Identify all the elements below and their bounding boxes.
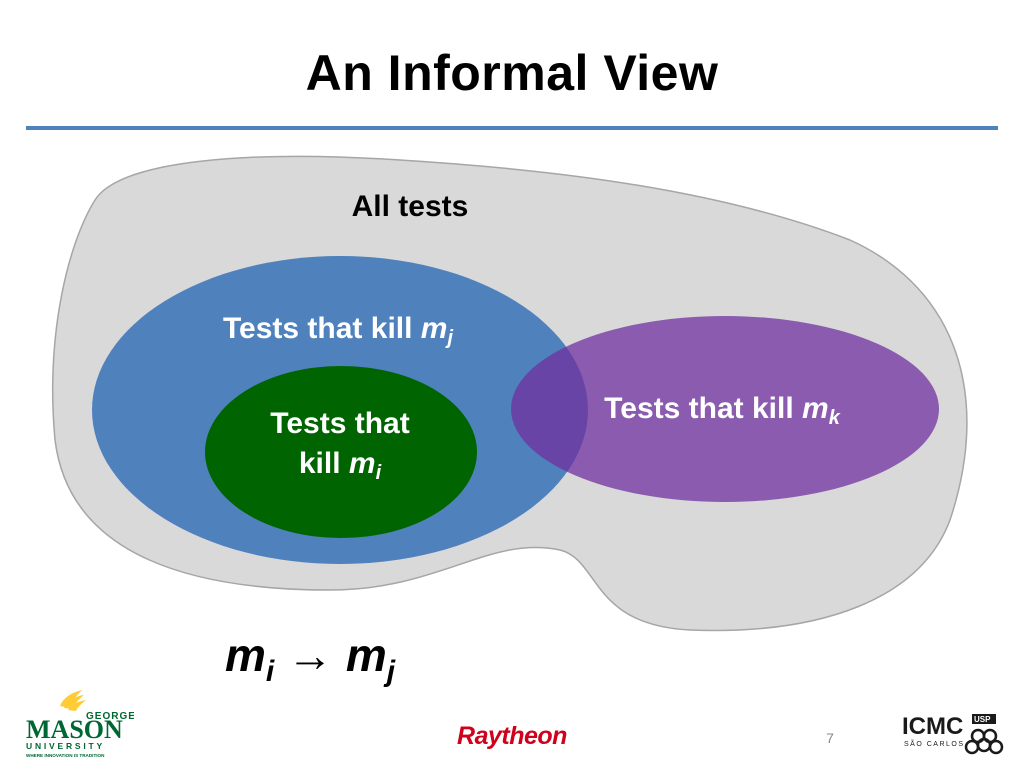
kills-mk-text: Tests that kill <box>604 392 802 425</box>
formula-rhs-sub: j <box>386 655 396 688</box>
kills-mi-line1: Tests that <box>270 407 410 440</box>
kills-mk-sub: k <box>828 407 840 429</box>
kills-mk-set <box>511 316 939 502</box>
formula-rhs-var: m <box>345 629 387 681</box>
gmu-george-text: GEORGE <box>86 711 134 722</box>
kills-mj-var: m <box>420 312 448 345</box>
raytheon-logo: Raytheon <box>457 722 567 750</box>
kills-mk-label: Tests that kill mk <box>572 392 872 430</box>
kills-mk-var: m <box>802 392 829 425</box>
kills-mi-line2: kill mi <box>240 444 440 493</box>
subsumption-formula: mi → mj <box>225 628 465 689</box>
usp-knot-icon <box>964 728 1004 755</box>
all-tests-label: All tests <box>351 190 469 223</box>
kills-mi-label: Tests that kill mi <box>240 404 440 493</box>
icmc-sub-text: SÃO CARLOS <box>904 739 965 748</box>
kills-mi-var: m <box>348 447 376 480</box>
kills-mj-sub: j <box>447 327 454 349</box>
formula-lhs-sub: i <box>265 655 275 688</box>
gmu-university-text: UNIVERSITY <box>26 741 105 751</box>
kills-mi-text: kill <box>298 447 349 480</box>
george-mason-logo: GEORGE MASON UNIVERSITY WHERE INNOVATION… <box>26 690 134 758</box>
formula-arrow: → <box>287 629 334 681</box>
icmc-text: ICMC <box>902 713 963 740</box>
kills-mj-text: Tests that kill <box>222 312 421 345</box>
icmc-usp-logo: ICMC SÃO CARLOS USP <box>902 713 1004 755</box>
page-number: 7 <box>826 730 834 746</box>
slide-title: An Informal View <box>305 45 719 101</box>
usp-text: USP <box>974 715 991 724</box>
gmu-tagline-text: WHERE INNOVATION IS TRADITION <box>26 753 105 758</box>
formula-lhs-var: m <box>225 629 266 681</box>
kills-mi-set <box>205 366 477 538</box>
kills-mj-label: Tests that kill mj <box>188 312 488 350</box>
kills-mi-sub: i <box>375 462 382 484</box>
title-divider <box>26 126 998 130</box>
gmu-mason-text: MASON <box>26 715 123 744</box>
